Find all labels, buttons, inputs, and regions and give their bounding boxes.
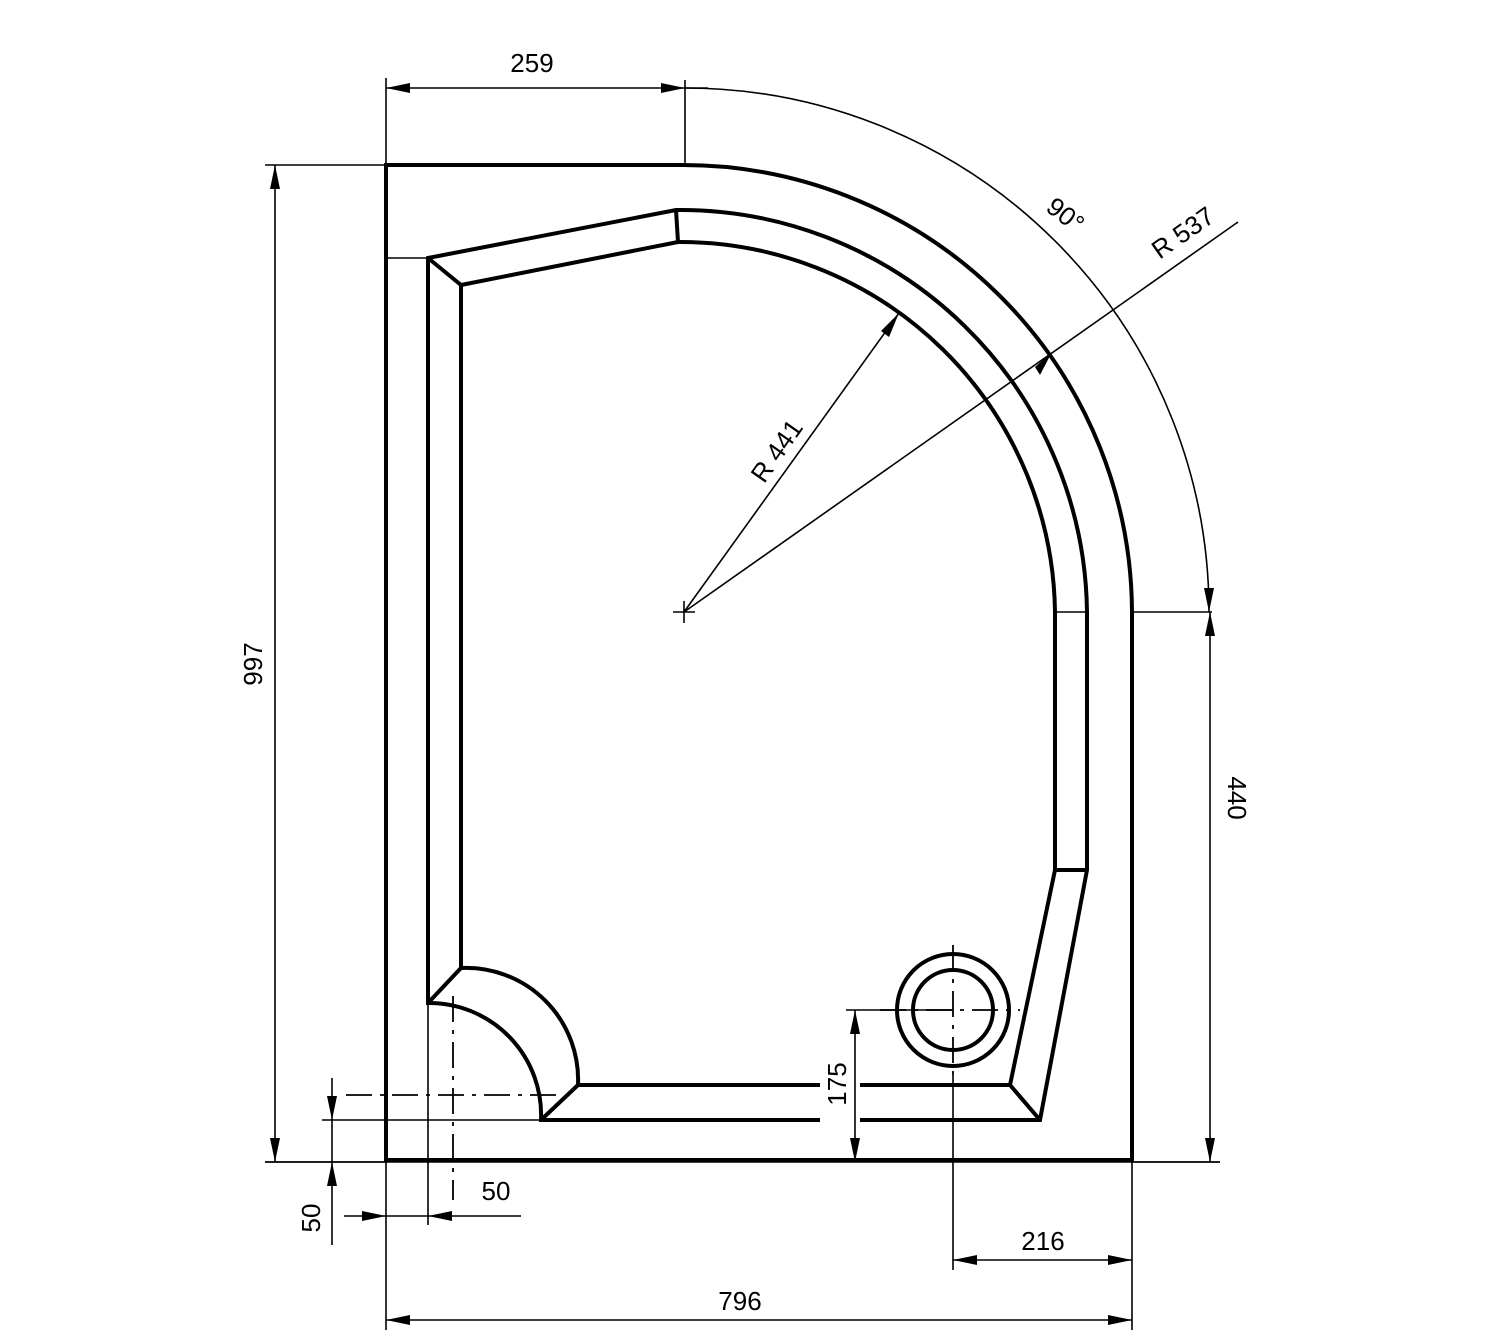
dim-drain-height-label-bg xyxy=(820,1060,860,1122)
dim-drain-offset xyxy=(952,1075,1133,1330)
dim-right-height xyxy=(1132,612,1220,1163)
basin-bottom-edge xyxy=(459,239,1057,1087)
dim-total-width-label: 796 xyxy=(718,1286,761,1316)
rim-corner-connectors xyxy=(426,209,1087,1122)
rim-inner-edge xyxy=(426,207,1089,1122)
dim-left-offset xyxy=(344,1003,521,1225)
dim-drain-offset-label: 216 xyxy=(1021,1226,1064,1256)
dim-right-height-label: 440 xyxy=(1222,776,1252,819)
dim-outer-radius xyxy=(683,221,1239,613)
dim-drain-height-label: 175 xyxy=(822,1062,852,1105)
dim-inner-radius xyxy=(683,312,900,613)
tray-outer-outline xyxy=(384,163,1134,1162)
dim-top-width-label: 259 xyxy=(510,48,553,78)
dim-left-offset-label: 50 xyxy=(482,1176,511,1206)
dim-top-width xyxy=(385,78,708,165)
dim-outer-radius-label: R 537 xyxy=(1146,200,1220,264)
dim-bottom-offset-label: 50 xyxy=(296,1204,326,1233)
dim-total-height xyxy=(265,164,386,1163)
dim-arc-angle-label: 90° xyxy=(1041,191,1090,239)
dim-total-height-label: 997 xyxy=(238,642,268,685)
dim-total-width xyxy=(385,1160,1132,1330)
dim-arc-angle xyxy=(684,87,1214,613)
